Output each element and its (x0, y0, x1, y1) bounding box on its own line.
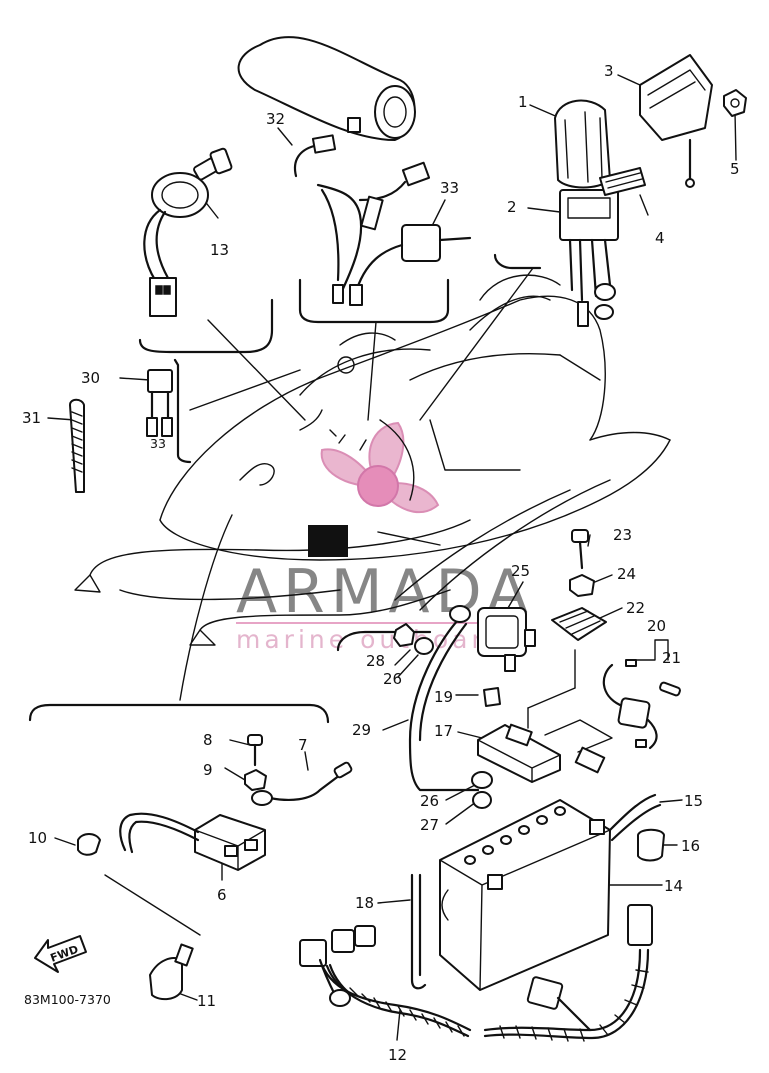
body-wiring-marks (239, 356, 367, 486)
part-27-cap (472, 791, 492, 809)
callout-18: 18 (355, 894, 374, 912)
part-2-cdi-unit (559, 189, 619, 327)
part-5-nut (723, 89, 747, 117)
part-7-ground-wire (251, 761, 353, 806)
callout-2: 2 (507, 198, 517, 216)
part-29-cable (408, 605, 480, 792)
callout-26-lower: 26 (420, 792, 439, 810)
fwd-arrow-icon: FWD (34, 935, 87, 973)
callout-33: 33 (440, 179, 459, 197)
callout-7: 7 (298, 736, 308, 754)
part-28-nut (393, 623, 415, 647)
part-25-starter-relay (477, 607, 536, 672)
callout-23: 23 (613, 526, 632, 544)
callout-15: 15 (684, 792, 703, 810)
propeller-icon (320, 421, 440, 514)
part-8-bolt (247, 734, 263, 767)
callout-29: 29 (352, 721, 371, 739)
part-14-battery (439, 799, 611, 991)
callout-21: 21 (662, 649, 681, 667)
part-6-ignition-coil (119, 812, 266, 871)
callout-27: 27 (420, 816, 439, 834)
part-9-nut (244, 769, 267, 791)
part-4-plate (599, 167, 646, 196)
part-22-connector (551, 607, 607, 641)
callout-14: 14 (664, 877, 683, 895)
leader-lines (47, 74, 737, 1041)
part-19-damper (483, 687, 501, 707)
part-26-nut-upper (414, 637, 434, 655)
part-10-clamp (77, 833, 101, 856)
part-1-cap (554, 99, 611, 189)
part-21-pin (659, 681, 681, 697)
cdi-location-block (308, 525, 348, 557)
snowmobile-outline (74, 274, 671, 646)
part-15-vent-hose (608, 793, 662, 842)
callout-8: 8 (203, 731, 213, 749)
callout-4: 4 (655, 229, 665, 247)
part-30-terminal-label: 33 (150, 436, 166, 451)
part-20-stop-switch (602, 659, 658, 750)
part-24-nut (569, 574, 595, 597)
callout-22: 22 (626, 599, 645, 617)
callout-17: 17 (434, 722, 453, 740)
part-16-damper (637, 828, 665, 862)
part-12-wire-harness (299, 904, 653, 1042)
part-32-wire-connector (293, 134, 337, 178)
callout-28: 28 (366, 652, 385, 670)
handlebar-grip (237, 36, 416, 141)
callout-labels: 1 2 3 4 5 6 7 8 9 10 11 12 13 14 15 16 1… (22, 62, 740, 1064)
callout-6: 6 (217, 886, 227, 904)
part-11-plug-cap (149, 943, 194, 1001)
part-26-nut-lower (471, 771, 493, 789)
part-23-bolt (571, 529, 589, 570)
callout-19: 19 (434, 688, 453, 706)
callout-12: 12 (388, 1046, 407, 1064)
callout-20: 20 (647, 617, 666, 635)
callout-5: 5 (730, 160, 740, 178)
bracket-frames (28, 253, 542, 724)
callout-16: 16 (681, 837, 700, 855)
watermark-subtitle: marine outboards (236, 625, 522, 654)
callout-10: 10 (28, 829, 47, 847)
callout-3: 3 (604, 62, 614, 80)
part-13-main-switch (143, 147, 233, 317)
callout-24: 24 (617, 565, 636, 583)
part-17-bracket (477, 649, 613, 783)
callout-30: 30 (81, 369, 100, 387)
callout-13: 13 (210, 241, 229, 259)
part-18-band (410, 873, 427, 990)
part-30-relay: 33 (146, 369, 173, 451)
part-code: 83M100-7370 (24, 992, 111, 1007)
callout-11: 11 (197, 992, 216, 1010)
callout-26-upper: 26 (383, 670, 402, 688)
callout-9: 9 (203, 761, 213, 779)
part-31-cable-tie (69, 398, 85, 493)
callout-32: 32 (266, 110, 285, 128)
part-3-voltage-regulator (639, 54, 713, 188)
part-33-sub-harness (316, 161, 472, 306)
callout-1: 1 (518, 93, 528, 111)
callout-25: 25 (511, 562, 530, 580)
callout-31: 31 (22, 409, 41, 427)
